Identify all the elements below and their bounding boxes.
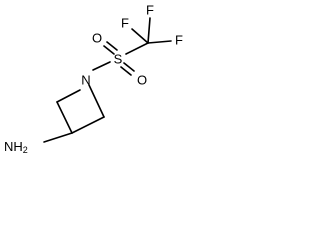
bond-s-o-lower-1 (120, 66, 132, 76)
bond-c-f-left (131, 28, 149, 44)
atom-o-lower: O (137, 73, 147, 88)
amine-subscript: 2 (23, 145, 28, 155)
atom-s: S (114, 52, 123, 67)
bond-ch-nh2 (43, 132, 73, 143)
bond-s-c (125, 42, 149, 55)
atom-f-right: F (175, 33, 183, 48)
bond-s-o-upper-2 (106, 41, 118, 51)
atom-n-ring: N (81, 73, 90, 88)
bond-s-o-lower-2 (123, 62, 135, 72)
bond-c-f-right (147, 40, 172, 44)
bond-ch2-right-ch (71, 116, 105, 134)
amine-nh: NH (4, 139, 23, 154)
bond-c-f-top (147, 17, 151, 44)
bond-ch-ch2-left (56, 101, 73, 134)
bond-n-ch2-right (88, 84, 105, 118)
bond-n-s (92, 61, 111, 71)
atom-f-top: F (146, 3, 154, 18)
atom-labels: N S O O F F F NH2 (4, 3, 183, 156)
atom-o-upper: O (92, 31, 102, 46)
bond-s-o-upper-1 (103, 45, 115, 55)
atom-amine: NH2 (4, 139, 28, 156)
structure-diagram: N S O O F F F NH2 (4, 3, 183, 156)
bonds (43, 17, 172, 143)
atom-f-left: F (121, 16, 129, 31)
bond-ch2-left-n (56, 89, 81, 103)
